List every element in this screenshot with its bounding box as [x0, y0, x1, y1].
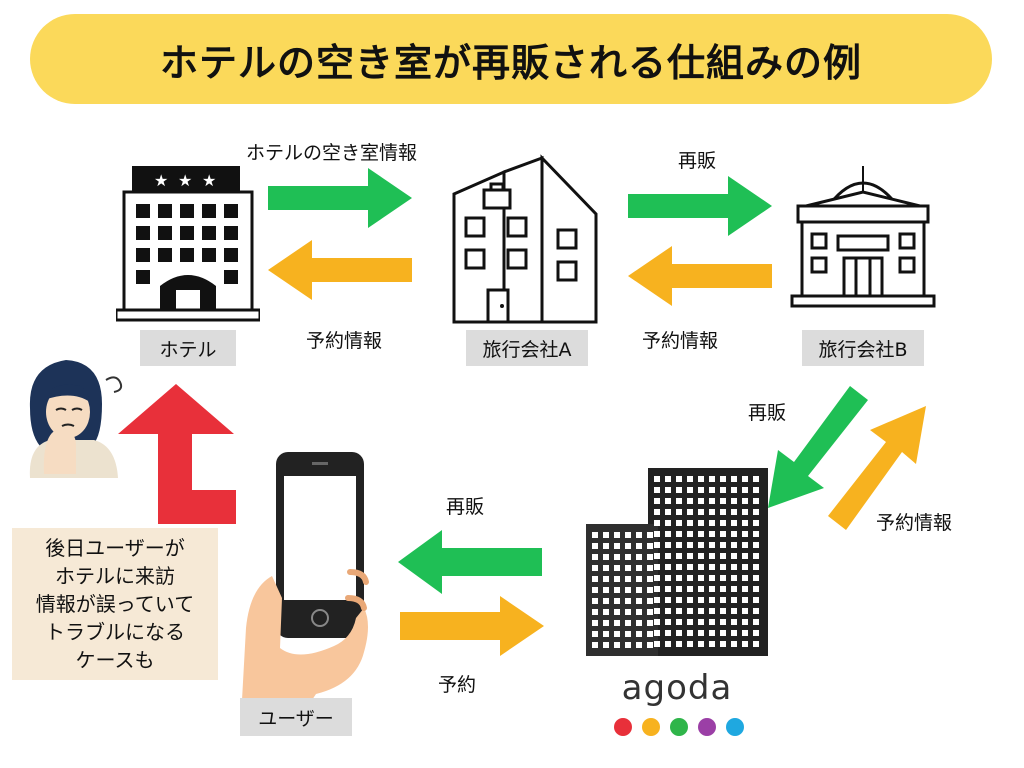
edge-label-agoda-to-user: 再販: [446, 496, 485, 518]
worried-person-icon: [29, 360, 123, 478]
agoda-dot: [614, 718, 632, 736]
trouble-note: 後日ユーザーが ホテルに来訪 情報が誤っていて トラブルになる ケースも: [12, 528, 218, 680]
edge-label-hotel-to-agency-a: ホテルの空き室情報: [246, 142, 418, 164]
edge-label-agency-b-to-agency-a: 予約情報: [642, 330, 719, 352]
edge-label-agoda-to-agency-b: 予約情報: [876, 512, 953, 534]
svg-text:★: ★: [178, 171, 192, 190]
agoda-dot: [642, 718, 660, 736]
hotel-label: ホテル: [140, 330, 236, 366]
edge-label-agency-a-to-agency-b: 再販: [678, 150, 717, 172]
agency-a-label: 旅行会社A: [466, 330, 588, 366]
edge-label-user-to-agoda: 予約: [438, 674, 477, 696]
title-banner: ホテルの空き室が再販される仕組みの例: [30, 14, 992, 104]
smartphone-in-hand-icon: [242, 452, 369, 700]
svg-text:★: ★: [202, 171, 216, 190]
note-line: ケースも: [75, 648, 155, 672]
arrow-agoda-to-agency-b: [828, 406, 926, 530]
note-line: トラブルになる: [45, 620, 185, 644]
arrow-agoda-to-user: [398, 530, 542, 594]
svg-text:★: ★: [154, 171, 168, 190]
agoda-color-dots: [614, 718, 744, 738]
agoda-dot: [670, 718, 688, 736]
edge-label-agency-b-to-agoda: 再販: [748, 402, 787, 424]
note-line: 情報が誤っていて: [35, 592, 195, 616]
arrow-hotel-to-agency-a: [268, 168, 412, 228]
agoda-office-building-icon: [586, 468, 768, 656]
arrow-user-to-hotel: [118, 384, 236, 524]
agoda-dot: [726, 718, 744, 736]
arrow-agency-b-to-agency-a: [628, 246, 772, 306]
agency-b-label: 旅行会社B: [802, 330, 924, 366]
arrow-user-to-agoda: [400, 596, 544, 656]
arrow-agency-b-to-agoda: [768, 386, 868, 508]
agoda-logo-text: agoda: [621, 668, 733, 708]
agency-b-building-icon: [790, 166, 936, 308]
note-line: 後日ユーザーが: [45, 536, 185, 560]
page-title: ホテルの空き室が再販される仕組みの例: [159, 40, 862, 85]
agency-a-building-icon: [452, 154, 598, 324]
hotel-building-icon: ★ ★ ★: [116, 166, 260, 322]
edge-label-agency-a-to-hotel: 予約情報: [306, 330, 383, 352]
agoda-dot: [698, 718, 716, 736]
arrow-agency-a-to-agency-b: [628, 176, 772, 236]
note-line: ホテルに来訪: [55, 564, 175, 588]
user-label: ユーザー: [240, 698, 352, 736]
arrow-agency-a-to-hotel: [268, 240, 412, 300]
